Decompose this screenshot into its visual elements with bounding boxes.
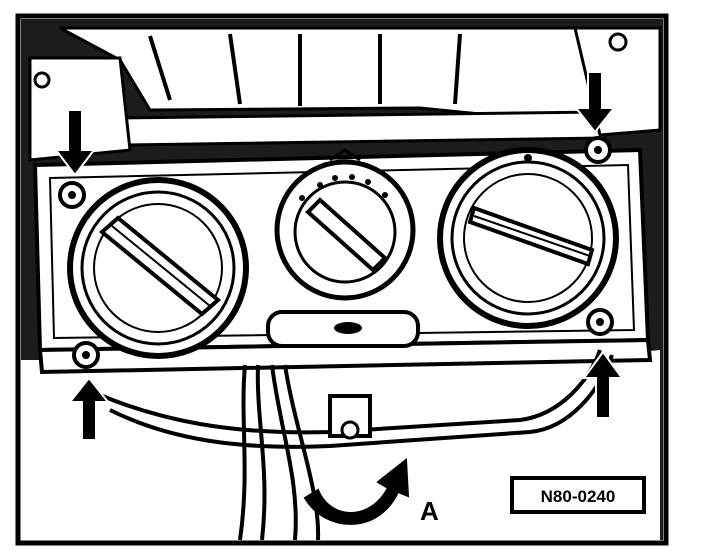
mounting-screw-bottom-left [72, 341, 100, 369]
wiring-harness [99, 349, 614, 541]
arrow-top-left [53, 109, 97, 177]
label-a: A [420, 496, 439, 526]
curved-arrow-a [303, 458, 410, 525]
mounting-screw-top-right [584, 136, 612, 164]
arrow-top-right [573, 71, 617, 134]
mounting-screw-bottom-right [586, 308, 614, 336]
right-rotary-knob [437, 147, 619, 329]
arrow-bottom-left [67, 376, 111, 441]
center-rotary-knob [274, 148, 416, 301]
center-switch-bar [266, 310, 420, 348]
arrow-bottom-right [582, 350, 624, 419]
mounting-screw-top-left [58, 181, 86, 209]
cable-connector [328, 394, 372, 440]
left-rotary-knob [67, 177, 249, 359]
figure-code-box: N80-0240 [510, 476, 646, 514]
figure-code: N80-0240 [541, 487, 616, 506]
